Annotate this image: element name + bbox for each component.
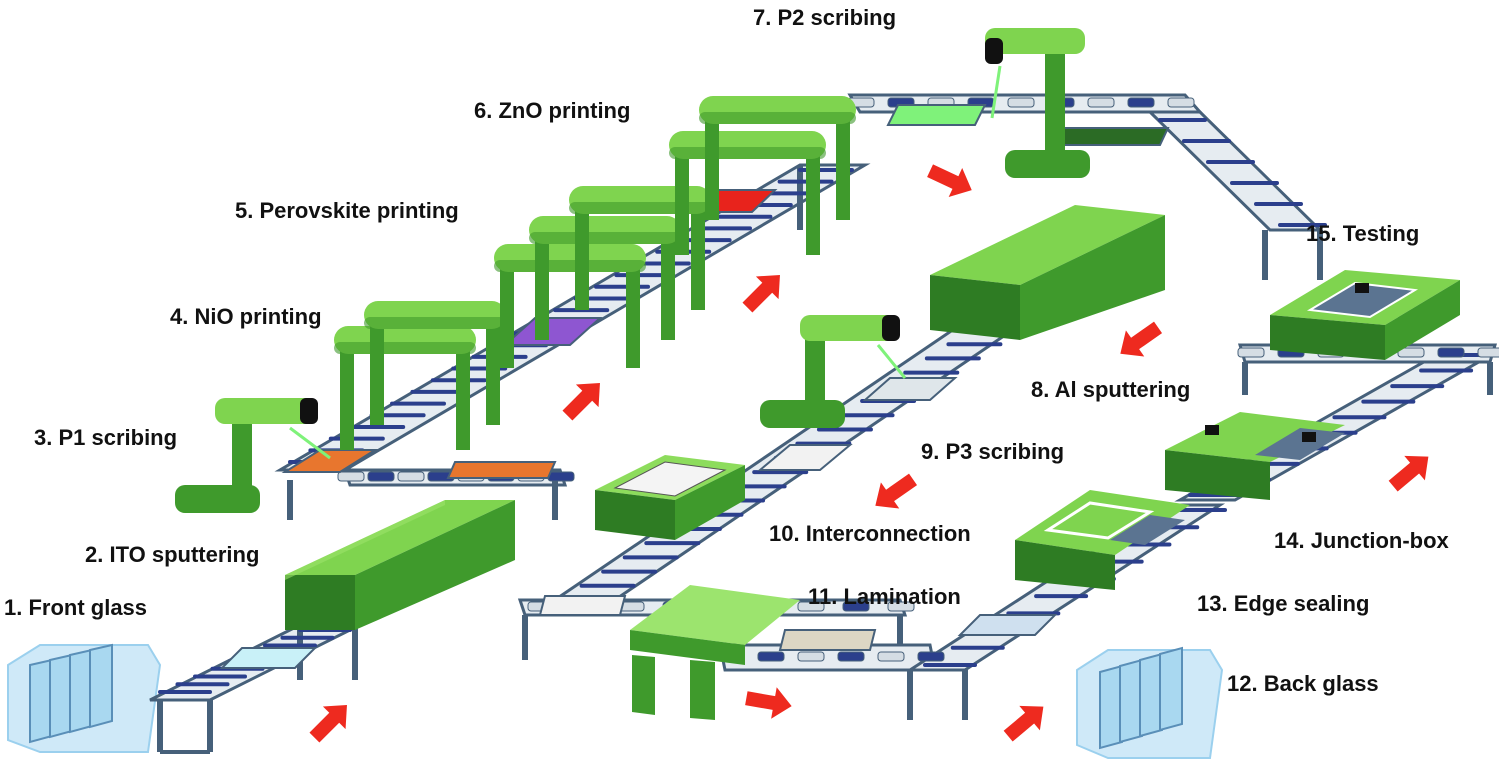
step-label-zno-printing: 6. ZnO printing	[474, 98, 631, 123]
roller	[837, 651, 865, 662]
step-label-p2-scribing: 7. P2 scribing	[753, 5, 897, 30]
step-label-p1-scribing: 3. P1 scribing	[34, 425, 178, 450]
step-label-nio-printing: 4. NiO printing	[170, 304, 322, 329]
step-label-al-sputtering: 8. Al sputtering	[1031, 377, 1191, 402]
roller	[1167, 97, 1195, 108]
roller	[797, 651, 825, 662]
step-label-perovskite-printing: 5. Perovskite printing	[235, 198, 459, 223]
step-label-junction-box: 14. Junction-box	[1274, 528, 1449, 553]
flow-arrow	[562, 383, 600, 421]
step-label-back-glass: 12. Back glass	[1227, 671, 1379, 696]
printing-gantries	[334, 96, 856, 450]
flow-arrow	[309, 705, 347, 743]
printing-gantry	[529, 216, 681, 340]
roller	[797, 601, 825, 612]
al-sputtering-box	[930, 205, 1165, 340]
roller	[1237, 347, 1265, 358]
roller	[397, 471, 425, 482]
roller	[547, 471, 575, 482]
roller	[1397, 347, 1425, 358]
roller	[757, 651, 785, 662]
step-label-ito-sputtering: 2. ITO sputtering	[85, 542, 260, 567]
printing-gantry	[334, 326, 476, 450]
testing-station	[1270, 270, 1460, 360]
flow-arrow	[742, 275, 780, 313]
p3-scriber	[760, 315, 907, 428]
substrate-films	[219, 104, 1170, 669]
flow-arrows	[309, 164, 1429, 743]
roller	[1437, 347, 1465, 358]
flow-arrow	[1003, 705, 1044, 742]
roller	[887, 601, 915, 612]
step-label-p3-scribing: 9. P3 scribing	[921, 439, 1065, 464]
front-glass-stack	[7, 643, 162, 753]
roller	[1477, 347, 1499, 358]
roller	[1127, 97, 1155, 108]
p2-scriber	[985, 28, 1090, 178]
roller	[367, 471, 395, 482]
p1-scriber	[175, 398, 331, 513]
roller	[337, 471, 365, 482]
flow-arrow	[1388, 455, 1429, 492]
edge-sealing-box	[1015, 490, 1190, 590]
step-label-lamination: 11. Lamination	[808, 584, 961, 609]
step-label-edge-sealing: 13. Edge sealing	[1197, 591, 1370, 616]
roller	[842, 601, 870, 612]
ito-sputtering-box	[285, 500, 515, 630]
roller	[877, 651, 905, 662]
step-label-testing: 15. Testing	[1306, 221, 1420, 246]
printing-gantry	[699, 96, 856, 220]
junction-box-station	[1165, 412, 1345, 500]
flow-arrow	[875, 473, 918, 509]
step-label-interconnection: 10. Interconnection	[769, 521, 971, 546]
back-glass-stack	[1076, 646, 1224, 759]
roller	[917, 651, 945, 662]
printing-gantry	[494, 244, 646, 368]
interconnection-table	[595, 455, 745, 540]
flow-arrow	[927, 164, 972, 198]
flow-arrow	[745, 687, 792, 719]
roller	[1087, 97, 1115, 108]
printing-gantry	[364, 301, 506, 425]
flow-arrow	[1120, 321, 1163, 357]
lamination-press	[630, 585, 800, 720]
step-label-front-glass: 1. Front glass	[4, 595, 148, 620]
roller	[1007, 97, 1035, 108]
